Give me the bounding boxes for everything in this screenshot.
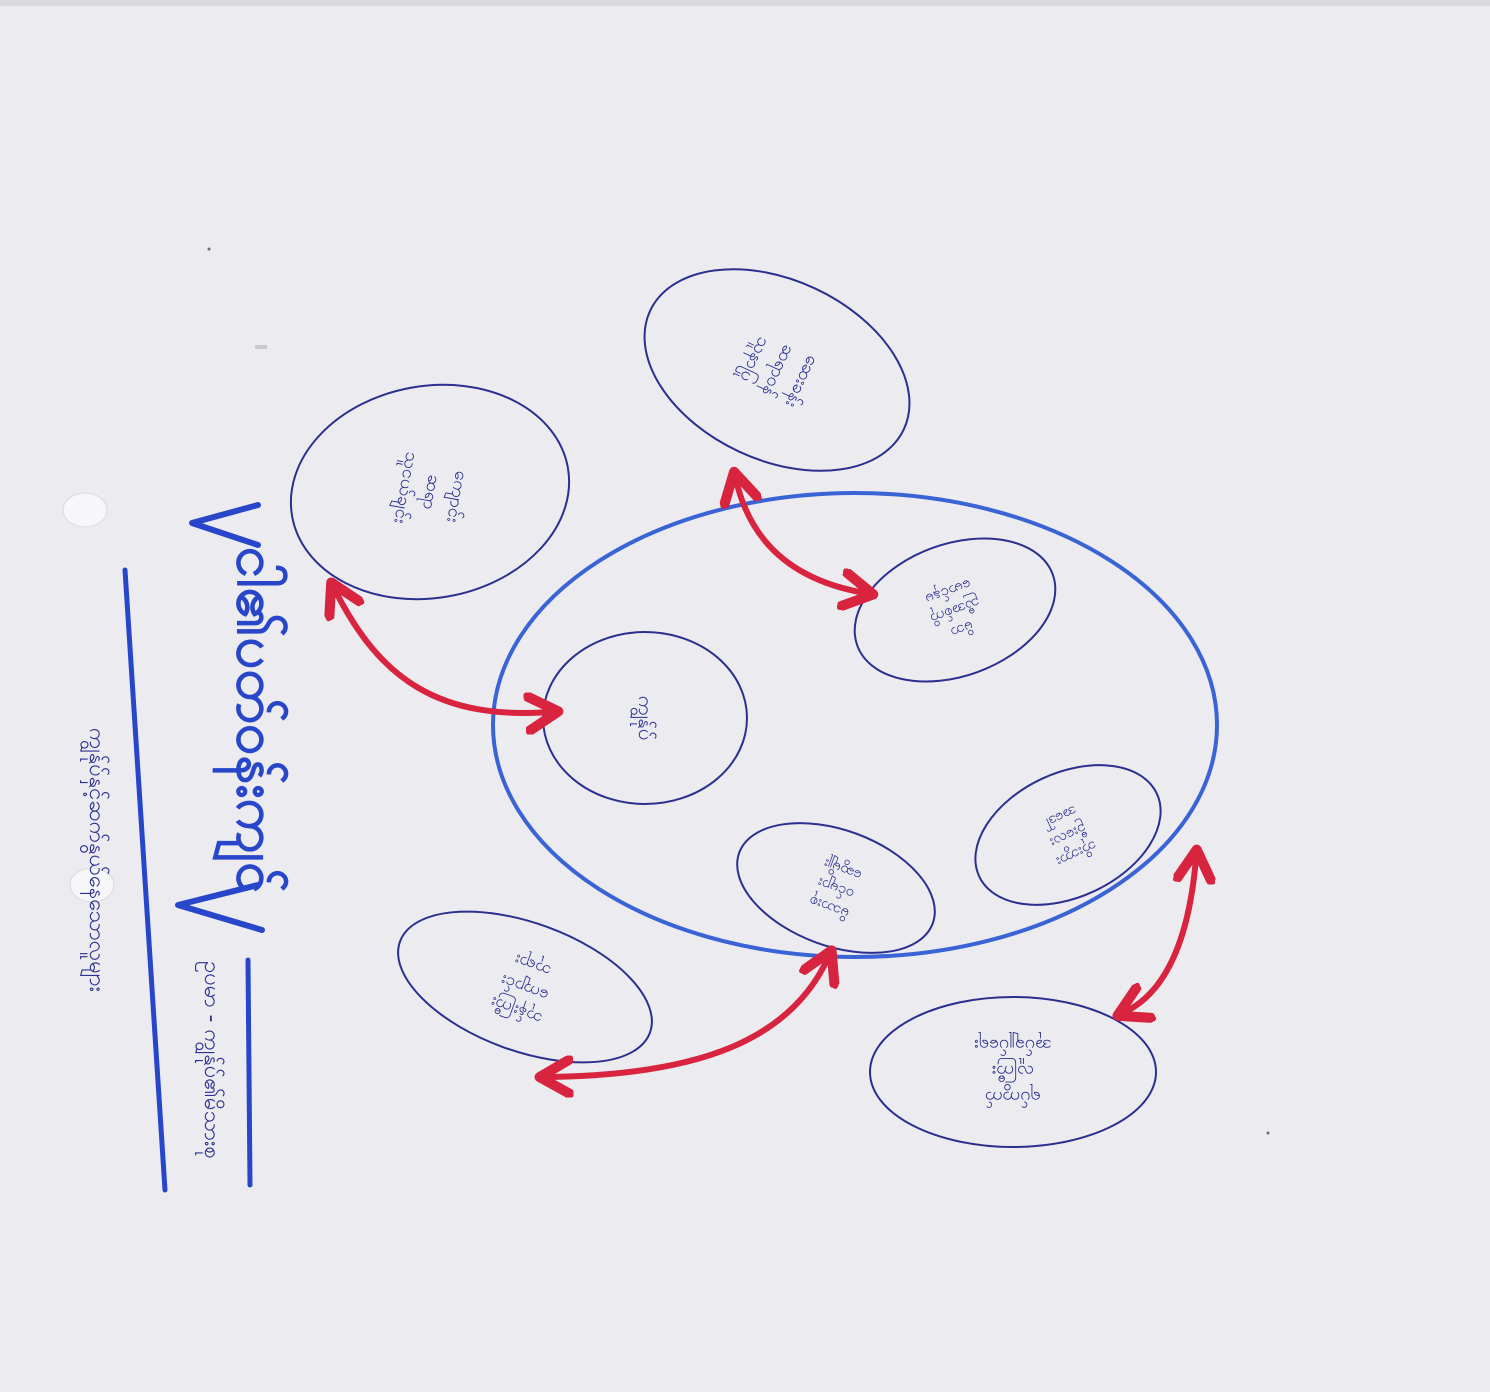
- inner-node: ဘိုးဘွား ဦးလေး အဒေါ်: [974, 764, 1162, 906]
- stray-mark: [255, 345, 267, 349]
- outer-node: ရပ်ကွက် လူကြီး အုပ်ချုပ်ရေး: [869, 996, 1157, 1148]
- punch-hole: [69, 867, 115, 903]
- paper-edge: [0, 0, 1490, 6]
- outer-node-line: သူငယ်ချင်း: [386, 450, 422, 525]
- punch-hole: [62, 492, 108, 528]
- double-arrow: [335, 590, 550, 713]
- double-arrow: [736, 480, 865, 593]
- outer-node: ဘုန်းကြီး ကျောင်း ဘုရား: [397, 910, 653, 1064]
- outer-node-line: ရပ်ကွက်: [985, 1084, 1041, 1108]
- outer-node: ဆေးခန်း ဆရာဝန် သူနာပြု: [643, 268, 911, 472]
- double-arrow: [548, 958, 828, 1077]
- title-bracket-left: [189, 502, 261, 548]
- outer-node-line: အုပ်ချုပ်ရေး: [974, 1032, 1051, 1056]
- subtitle-block: ဥပမာ - ကျွန်ုပ်၏မိသားစု: [194, 961, 225, 1159]
- stray-mark: [207, 247, 211, 251]
- caption-block: ကျွန်ုပ်နှင့်ဆက်နွယ်နေသောလူများ: [79, 728, 110, 992]
- outer-node-line: လူကြီး: [992, 1058, 1034, 1083]
- title-underline: [245, 957, 253, 1188]
- title-bracket-right: [175, 882, 265, 933]
- caption-rule: [122, 567, 168, 1193]
- title-block: ငါ၏ပတ်ဝန်းကျင်: [212, 547, 289, 893]
- center-label: ကျွန်ုပ်: [629, 696, 658, 740]
- outer-node-line: ဆရာ: [415, 473, 445, 512]
- inner-node: မိသားစု ဝင်များ ဆွေမျိုး: [736, 822, 936, 954]
- outer-node: ကျောင်း ဆရာ သူငယ်ချင်း: [289, 383, 571, 601]
- center-node: ကျွန်ုပ်: [542, 631, 748, 805]
- page-caption: ကျွန်ုပ်နှင့်ဆက်နွယ်နေသောလူများ: [79, 728, 110, 992]
- double-arrow: [1125, 858, 1196, 1012]
- inner-node: မိဘ ညီအစ်ကို မောင်နှမ: [853, 537, 1057, 683]
- page-title: ငါ၏ပတ်ဝန်းကျင်: [212, 547, 289, 893]
- stray-mark: [1266, 1131, 1270, 1135]
- page-subtitle: ဥပမာ - ကျွန်ုပ်၏မိသားစု: [194, 961, 225, 1159]
